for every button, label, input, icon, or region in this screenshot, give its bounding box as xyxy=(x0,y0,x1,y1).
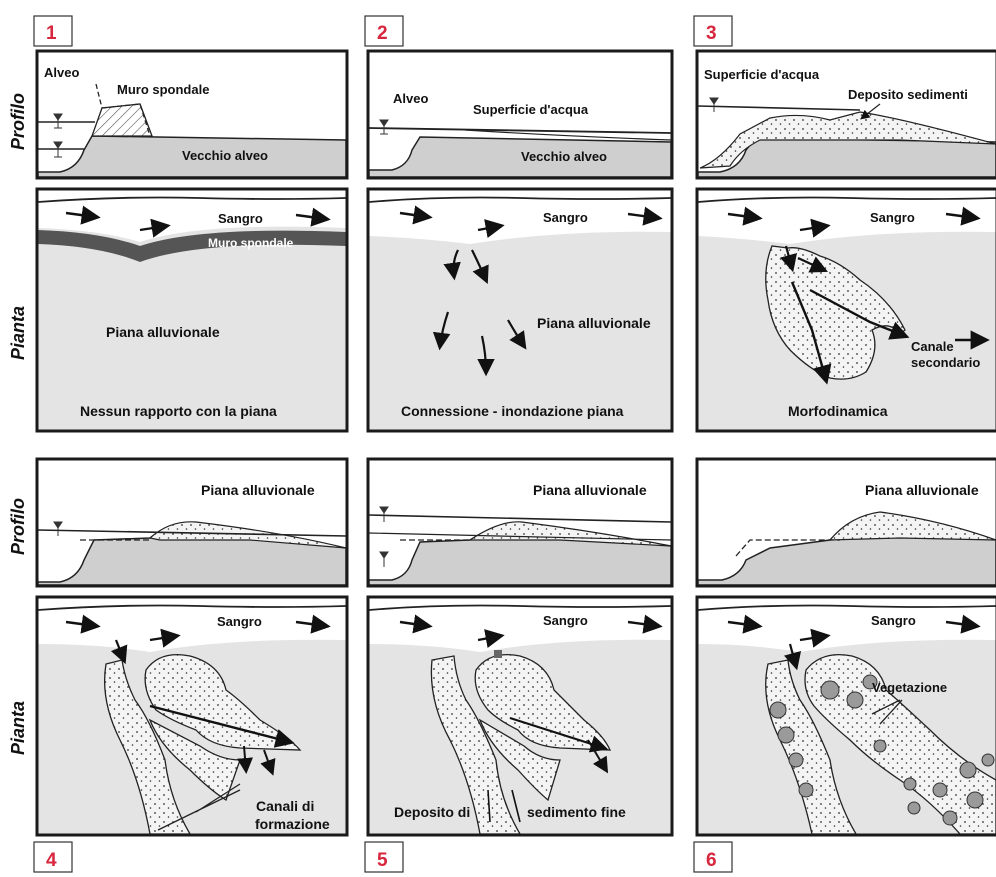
row-label-plan-bottom: Pianta xyxy=(8,701,28,755)
label-sangro-4: Sangro xyxy=(217,614,262,629)
label-deposito-di: Deposito di xyxy=(394,804,470,820)
panel-number-4: 4 xyxy=(46,850,57,871)
plan-panel-3 xyxy=(698,190,996,430)
label-connessione: Connessione - inondazione piana xyxy=(401,403,624,419)
plan-panel-1 xyxy=(38,190,346,430)
plan-panel-5 xyxy=(369,598,671,834)
label-muro-spondale-plan: Muro spondale xyxy=(208,236,294,250)
label-piana-alluvionale-2: Piana alluvionale xyxy=(537,315,651,331)
label-deposito-sedimenti: Deposito sedimenti xyxy=(848,87,968,102)
profile-panel-5 xyxy=(369,460,671,585)
panel-number-3: 3 xyxy=(706,23,717,44)
plan-panel-2 xyxy=(369,190,671,430)
label-nessun-rapporto: Nessun rapporto con la piana xyxy=(80,403,277,419)
label-alveo-1: Alveo xyxy=(44,65,79,80)
label-vecchio-alveo-2: Vecchio alveo xyxy=(521,149,607,164)
label-sangro-1: Sangro xyxy=(218,211,263,226)
label-secondario: secondario xyxy=(911,355,980,370)
label-vegetazione: Vegetazione xyxy=(872,680,947,695)
label-sangro-3: Sangro xyxy=(870,210,915,225)
panel-number-1: 1 xyxy=(46,23,57,44)
row-label-profile-bottom: Profilo xyxy=(8,498,28,555)
label-piana-alluvionale-4: Piana alluvionale xyxy=(201,482,315,498)
panel-number-6: 6 xyxy=(706,850,717,871)
label-superficie-acqua-3: Superficie d'acqua xyxy=(704,67,820,82)
label-sangro-5: Sangro xyxy=(543,613,588,628)
label-canale: Canale xyxy=(911,339,954,354)
label-piana-alluvionale-5: Piana alluvionale xyxy=(533,482,647,498)
label-sedimento-fine: sedimento fine xyxy=(527,804,626,820)
label-canali-di: Canali di xyxy=(256,798,314,814)
label-morfodinamica: Morfodinamica xyxy=(788,403,888,419)
panel-number-2: 2 xyxy=(377,23,388,44)
label-alveo-2: Alveo xyxy=(393,91,428,106)
profile-panel-6 xyxy=(698,460,996,585)
label-superficie-acqua-2: Superficie d'acqua xyxy=(473,102,589,117)
label-sangro-6: Sangro xyxy=(871,613,916,628)
profile-panel-4 xyxy=(38,460,346,585)
row-label-profile-top: Profilo xyxy=(8,93,28,150)
row-label-plan-top: Pianta xyxy=(8,306,28,360)
label-vecchio-alveo-1: Vecchio alveo xyxy=(182,148,268,163)
label-piana-alluvionale-1: Piana alluvionale xyxy=(106,324,220,340)
panel-number-5: 5 xyxy=(377,850,388,871)
plan-panel-6 xyxy=(698,598,996,834)
label-sangro-2: Sangro xyxy=(543,210,588,225)
label-piana-alluvionale-6: Piana alluvionale xyxy=(865,482,979,498)
label-formazione: formazione xyxy=(255,816,330,832)
label-muro-spondale: Muro spondale xyxy=(117,82,209,97)
